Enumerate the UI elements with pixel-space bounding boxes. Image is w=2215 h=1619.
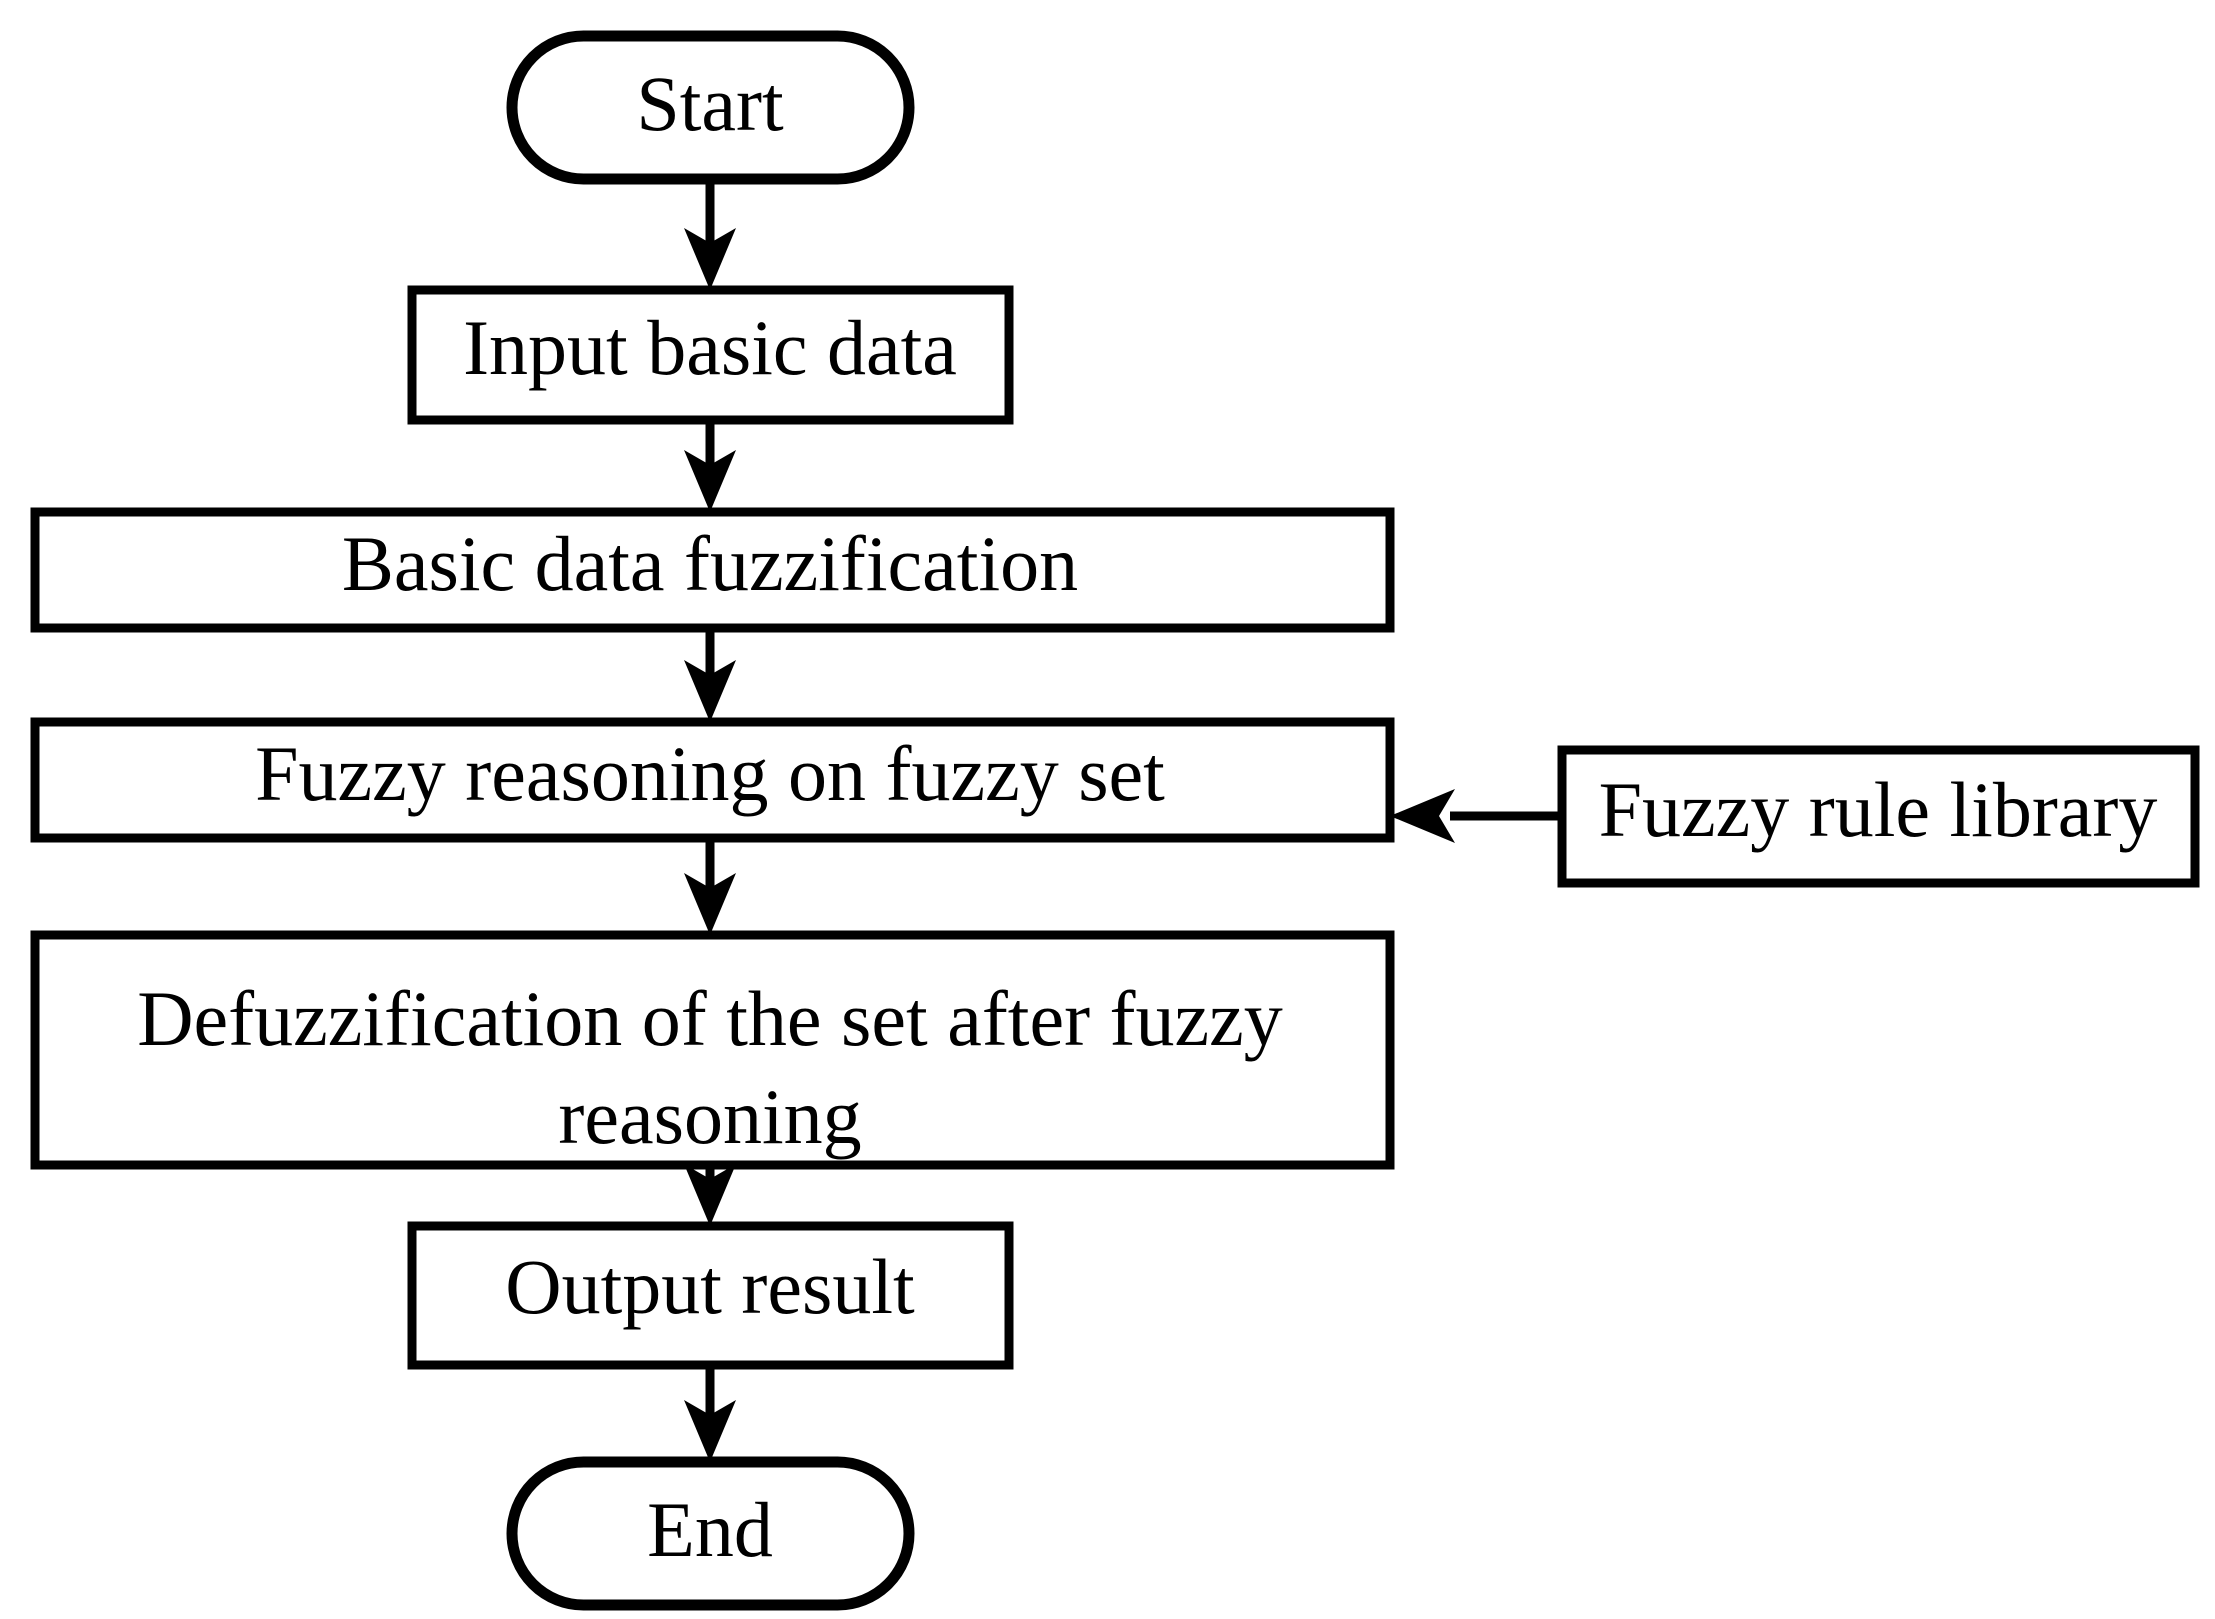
edge-input-to-fuzzify — [684, 420, 736, 512]
node-fuzzy-reasoning[interactable]: Fuzzy reasoning on fuzzy set — [30, 717, 1395, 843]
start-label: Start — [636, 60, 784, 147]
basic-data-fuzzification-shape — [30, 507, 1395, 633]
fuzzy-rule-library-label: Fuzzy rule library — [1599, 766, 2158, 853]
fuzzy-rule-library-shape — [1557, 745, 2200, 888]
node-fuzzy-rule-library[interactable]: Fuzzy rule library — [1557, 745, 2200, 888]
output-result-label: Output result — [505, 1243, 915, 1330]
edge-rule-library-to-reasoning — [1390, 789, 1562, 843]
defuzzification-label-line1: Defuzzification of the set after fuzzy — [137, 975, 1283, 1062]
node-start[interactable]: Start — [506, 30, 915, 185]
output-result-shape — [407, 1221, 1014, 1370]
input-basic-data-shape — [407, 285, 1014, 425]
node-defuzzification[interactable]: Defuzzification of the set after fuzzy r… — [30, 930, 1395, 1170]
end-label: End — [647, 1486, 773, 1573]
start-terminator-shape — [506, 30, 915, 185]
defuzzification-shape — [30, 930, 1395, 1170]
node-input-basic-data[interactable]: Input basic data — [407, 285, 1014, 425]
fuzzy-reasoning-shape — [30, 717, 1395, 843]
node-end[interactable]: End — [506, 1456, 915, 1611]
node-basic-data-fuzzification[interactable]: Basic data fuzzification — [30, 507, 1395, 633]
edge-reasoning-to-defuzzify — [684, 838, 736, 935]
edge-fuzzify-to-reasoning — [684, 628, 736, 722]
basic-data-fuzzification-label: Basic data fuzzification — [342, 520, 1078, 607]
end-terminator-shape — [506, 1456, 915, 1611]
input-basic-data-label: Input basic data — [463, 304, 957, 391]
node-output-result[interactable]: Output result — [407, 1221, 1014, 1370]
fuzzy-reasoning-label: Fuzzy reasoning on fuzzy set — [255, 730, 1165, 817]
defuzzification-label-line2: reasoning — [558, 1073, 861, 1160]
edge-start-to-input — [684, 179, 736, 290]
